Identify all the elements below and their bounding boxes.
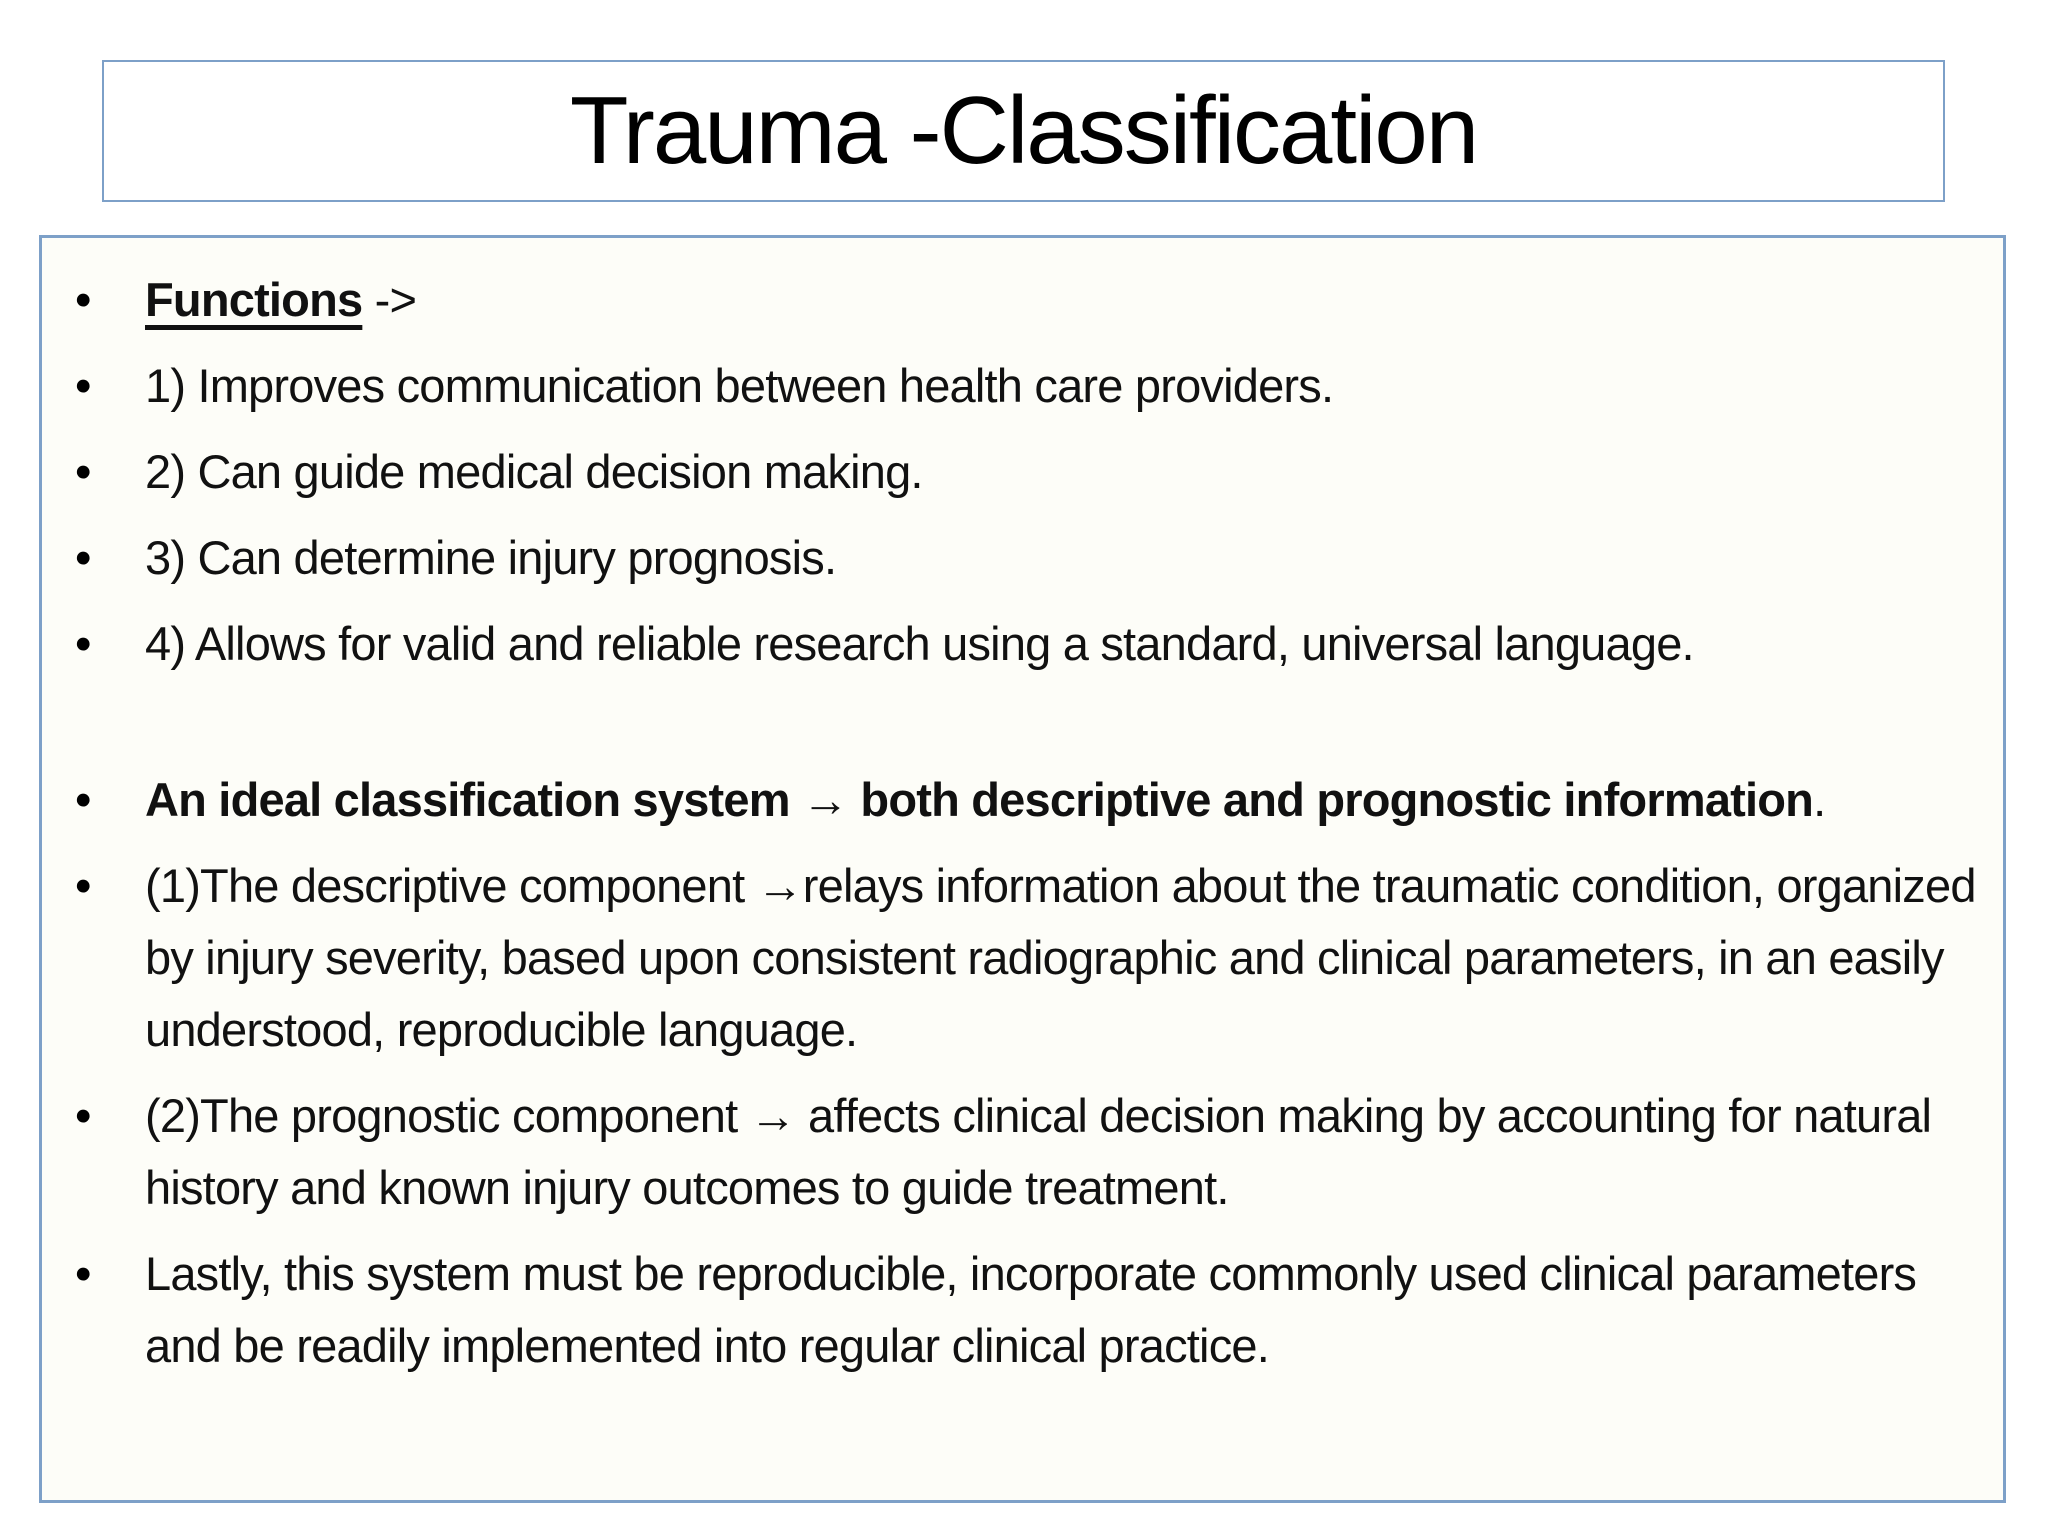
text-segment: 1) Improves communication between health… [145,359,1334,412]
content-box: Functions -> 1) Improves communication be… [39,235,2006,1503]
text-segment: 4) Allows for valid and reliable researc… [145,617,1695,670]
text-segment: Functions [145,273,363,326]
bullet-item: An ideal classification system → both de… [42,764,1981,836]
text-segment: (2)The prognostic component → affects cl… [145,1089,1932,1214]
bullet-item: 1) Improves communication between health… [42,350,1981,422]
bullet-item: 2) Can guide medical decision making. [42,436,1981,508]
text-segment: An ideal classification system → both de… [145,773,1814,826]
slide-title: Trauma -Classification [569,77,1479,184]
bullet-item: (1)The descriptive component →relays inf… [42,850,1981,1066]
text-segment: -> [362,273,417,326]
bullet-list: Functions -> 1) Improves communication be… [42,264,1981,1382]
bullet-item: 3) Can determine injury prognosis. [42,522,1981,594]
title-box: Trauma -Classification [102,60,1945,202]
text-segment: 3) Can determine injury prognosis. [145,531,837,584]
bullet-item: 4) Allows for valid and reliable researc… [42,608,1981,680]
text-segment: 2) Can guide medical decision making. [145,445,923,498]
bullet-item: Lastly, this system must be reproducible… [42,1238,1981,1382]
bullet-item: (2)The prognostic component → affects cl… [42,1080,1981,1224]
text-segment: (1)The descriptive component →relays inf… [145,859,1976,1056]
text-segment: . [1813,773,1826,826]
text-segment: Lastly, this system must be reproducible… [145,1247,1917,1372]
bullet-item: Functions -> [42,264,1981,336]
